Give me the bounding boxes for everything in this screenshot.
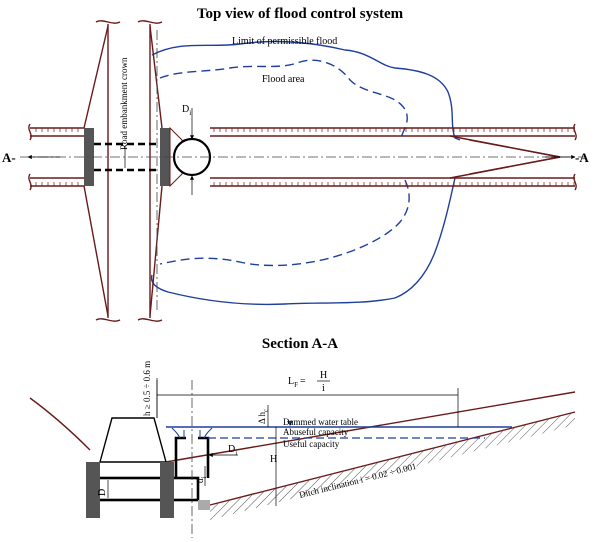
- axis-label-right: -A: [575, 150, 589, 165]
- road-crown-label: Road embankment crown: [119, 57, 129, 150]
- d-label: di: [195, 477, 208, 484]
- ditch-ticks: [35, 128, 575, 186]
- D-label: D: [97, 489, 108, 496]
- di-label-top: Di: [182, 104, 191, 117]
- flood-area-label: Flood area: [262, 74, 305, 85]
- axis-label-left: A-: [2, 150, 16, 165]
- embankment-left-slope: [83, 25, 109, 317]
- break-mark-bottom: [95, 318, 163, 322]
- dammed-label: Dammed water table: [283, 417, 358, 427]
- di-section-label: Di: [228, 444, 237, 457]
- inflow-arrows: [171, 427, 213, 439]
- lf-label: LF=: [288, 376, 306, 389]
- ground-hatch: [210, 412, 575, 520]
- flood-limit-line: [150, 40, 461, 306]
- h-min-label: h ≥ 0.5 ÷ 0.6 m: [142, 361, 152, 416]
- useful-label: Useful capacity: [283, 439, 340, 449]
- section-embankment: [99, 417, 167, 463]
- water-table-marker: [287, 421, 293, 426]
- section-headwall-right: [160, 462, 174, 518]
- section-title: Section A-A: [262, 336, 338, 352]
- section-headwall-left: [86, 462, 100, 518]
- inlet-wing: [169, 126, 183, 188]
- dh-label: Δ hc: [257, 409, 270, 424]
- embankment-right-slope: [149, 25, 163, 317]
- flood-area-line: [159, 59, 410, 267]
- break-mark-top: [95, 20, 163, 24]
- ground-left: [29, 397, 91, 451]
- H-label: H: [270, 454, 277, 465]
- abuseful-label: Abuseful capacity: [283, 427, 349, 437]
- section-outlet-block: [198, 500, 210, 510]
- lf-denominator: i: [322, 383, 325, 394]
- culvert-pipe: [94, 142, 160, 172]
- flood-limit-label: Limit of permissible flood: [232, 36, 337, 47]
- top-view-title: Top view of flood control system: [197, 6, 404, 22]
- ditch-channel-left: [28, 123, 84, 191]
- lf-numerator: H: [320, 370, 327, 381]
